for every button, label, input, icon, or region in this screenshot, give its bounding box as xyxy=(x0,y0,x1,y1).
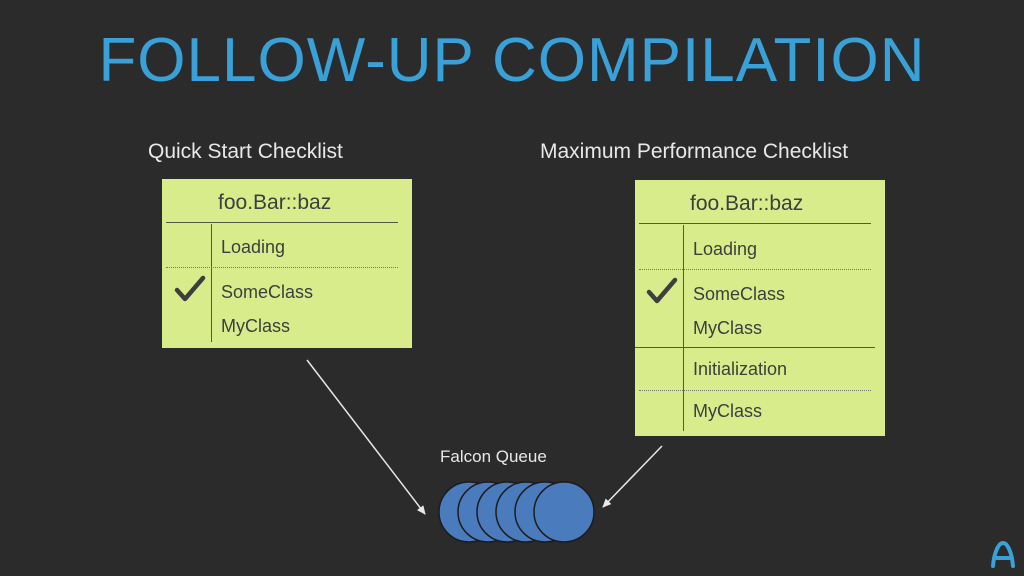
right-row-myclass: MyClass xyxy=(693,318,763,338)
left-card-title-divider xyxy=(166,222,398,223)
left-checklist-card: foo.Bar::baz Loading SomeClass MyClass xyxy=(162,179,412,348)
right-section-divider xyxy=(635,347,875,348)
right-row-someclass: SomeClass xyxy=(693,284,786,304)
right-arrow xyxy=(602,445,663,508)
left-card-column-divider xyxy=(211,224,212,342)
left-arrow xyxy=(306,359,426,515)
check-icon xyxy=(646,277,678,304)
right-checklist-card: foo.Bar::baz Loading SomeClass MyClass I… xyxy=(635,180,885,436)
right-card-title: foo.Bar::baz xyxy=(690,192,804,215)
right-row-separator-2 xyxy=(639,390,871,391)
left-row-separator xyxy=(166,267,398,268)
queue-label: Falcon Queue xyxy=(440,447,547,466)
right-panel-heading: Maximum Performance Checklist xyxy=(540,140,849,163)
check-icon xyxy=(174,275,206,302)
left-row-myclass: MyClass xyxy=(221,316,291,336)
right-card-title-divider xyxy=(639,223,871,224)
right-row-myclass-2: MyClass xyxy=(693,401,763,421)
logo-icon xyxy=(991,540,1015,568)
right-row-initialization: Initialization xyxy=(693,359,788,379)
right-card-column-divider xyxy=(683,225,684,431)
right-row-loading: Loading xyxy=(693,239,758,259)
left-row-someclass: SomeClass xyxy=(221,282,314,302)
left-panel-heading: Quick Start Checklist xyxy=(148,140,343,163)
left-card-title: foo.Bar::baz xyxy=(218,191,332,214)
queue-item xyxy=(533,481,595,543)
right-row-separator-1 xyxy=(639,269,871,270)
slide-title: FOLLOW-UP COMPILATION xyxy=(98,26,926,95)
falcon-queue xyxy=(438,481,595,543)
left-row-loading: Loading xyxy=(221,237,286,257)
